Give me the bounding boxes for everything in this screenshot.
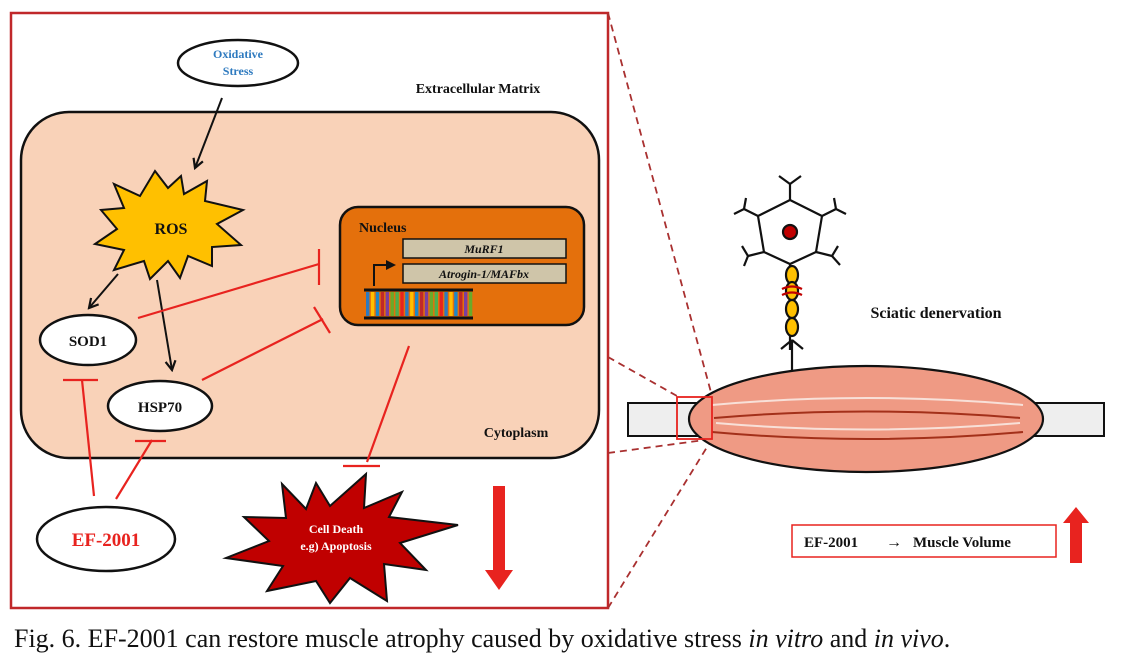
dna-base-pair: [419, 292, 424, 316]
dna-base-pair: [385, 292, 389, 316]
inhibit-ef2001-to-hsp70: [115, 439, 153, 500]
dna-base-pair: [410, 292, 414, 316]
figure-caption: Fig. 6. EF-2001 can restore muscle atrop…: [14, 622, 1114, 656]
cell-death-label-line1: Cell Death: [309, 522, 364, 536]
ef2001-muscle-volume-arrow: →: [886, 534, 902, 551]
dna-base-pair: [405, 292, 409, 316]
dna-base-pair: [454, 292, 458, 316]
dna-icon: [364, 288, 473, 320]
caption-italic-in-vitro: in vitro: [748, 624, 824, 653]
sod1-node: [38, 313, 138, 367]
oxidative-stress-node: [176, 38, 300, 88]
dna-base-pair: [390, 292, 394, 316]
sod1-label: SOD1: [69, 334, 107, 350]
dna-base-pair: [375, 292, 380, 316]
dna-base-pair: [370, 292, 375, 316]
ef2001-node: [35, 505, 177, 573]
caption-prefix: Fig. 6. EF-2001 can restore muscle atrop…: [14, 624, 749, 653]
inhibit-nucleus-to-death: [365, 345, 411, 463]
caption-suffix: .: [943, 624, 951, 653]
inhibit-sod1-to-nucleus: [137, 262, 320, 320]
ef2001-label: EF-2001: [72, 530, 141, 551]
inhibit-ef2001-to-sod1: [80, 379, 96, 497]
neuron-icon: [733, 175, 847, 380]
cell-death-label-line2: e.g) Apoptosis: [300, 539, 372, 553]
arrow-ros-to-hsp70: [156, 279, 172, 370]
cytoplasm-label: Cytoplasm: [484, 426, 549, 441]
dna-base-pair: [468, 292, 473, 316]
transcription-start-arrow: [373, 260, 396, 286]
arrow-ros-to-sod1: [89, 273, 119, 308]
murf1-gene-box: [402, 238, 567, 259]
ros-starburst: [92, 169, 246, 281]
hsp70-label: HSP70: [138, 400, 182, 416]
sciatic-denervation-label: Sciatic denervation: [870, 305, 1001, 322]
oxidative-stress-label-line1: Oxidative: [213, 47, 264, 61]
ros-label: ROS: [155, 221, 188, 238]
dna-base-pair: [424, 292, 429, 316]
cell-death-starburst: [222, 471, 459, 605]
dna-base-pair: [366, 292, 370, 316]
dna-base-pair: [459, 292, 463, 316]
dna-base-pair: [380, 292, 385, 316]
dna-base-pair: [400, 292, 404, 316]
inhibit-hsp70-to-nucleus-bar: [313, 306, 331, 334]
nucleus-label: Nucleus: [359, 221, 407, 236]
dna-base-pair: [449, 292, 453, 316]
arrow-oxidative-to-ros: [195, 97, 223, 168]
atrogin-gene-box: [402, 263, 567, 284]
inhibit-hsp70-to-nucleus: [201, 318, 324, 381]
ef2001-muscle-volume-text-a: EF-2001: [804, 535, 858, 551]
murf1-label: MuRF1: [463, 242, 503, 256]
atrogin-label: Atrogin-1/MAFbx: [438, 267, 529, 281]
arrow-up-icon: [1063, 507, 1089, 563]
dna-base-pair: [415, 292, 419, 316]
arrow-down-icon: [485, 486, 513, 590]
zoom-connector-lines: [607, 12, 713, 609]
hsp70-node: [106, 379, 214, 433]
dna-base-pair: [429, 292, 434, 316]
ef2001-muscle-volume-text-b: Muscle Volume: [913, 535, 1011, 551]
muscle-icon: [627, 364, 1105, 474]
dna-base-pair: [444, 292, 448, 316]
caption-middle: and: [823, 624, 874, 653]
ef2001-muscle-volume-box: [791, 524, 1057, 558]
extracellular-matrix-label: Extracellular Matrix: [416, 82, 541, 97]
dna-base-pair: [464, 292, 468, 316]
oxidative-stress-label-line2: Stress: [223, 64, 254, 78]
dna-base-pair: [434, 292, 438, 316]
dna-base-pair: [439, 292, 443, 316]
caption-italic-in-vivo: in vivo: [873, 624, 944, 653]
dna-base-pair: [395, 292, 399, 316]
